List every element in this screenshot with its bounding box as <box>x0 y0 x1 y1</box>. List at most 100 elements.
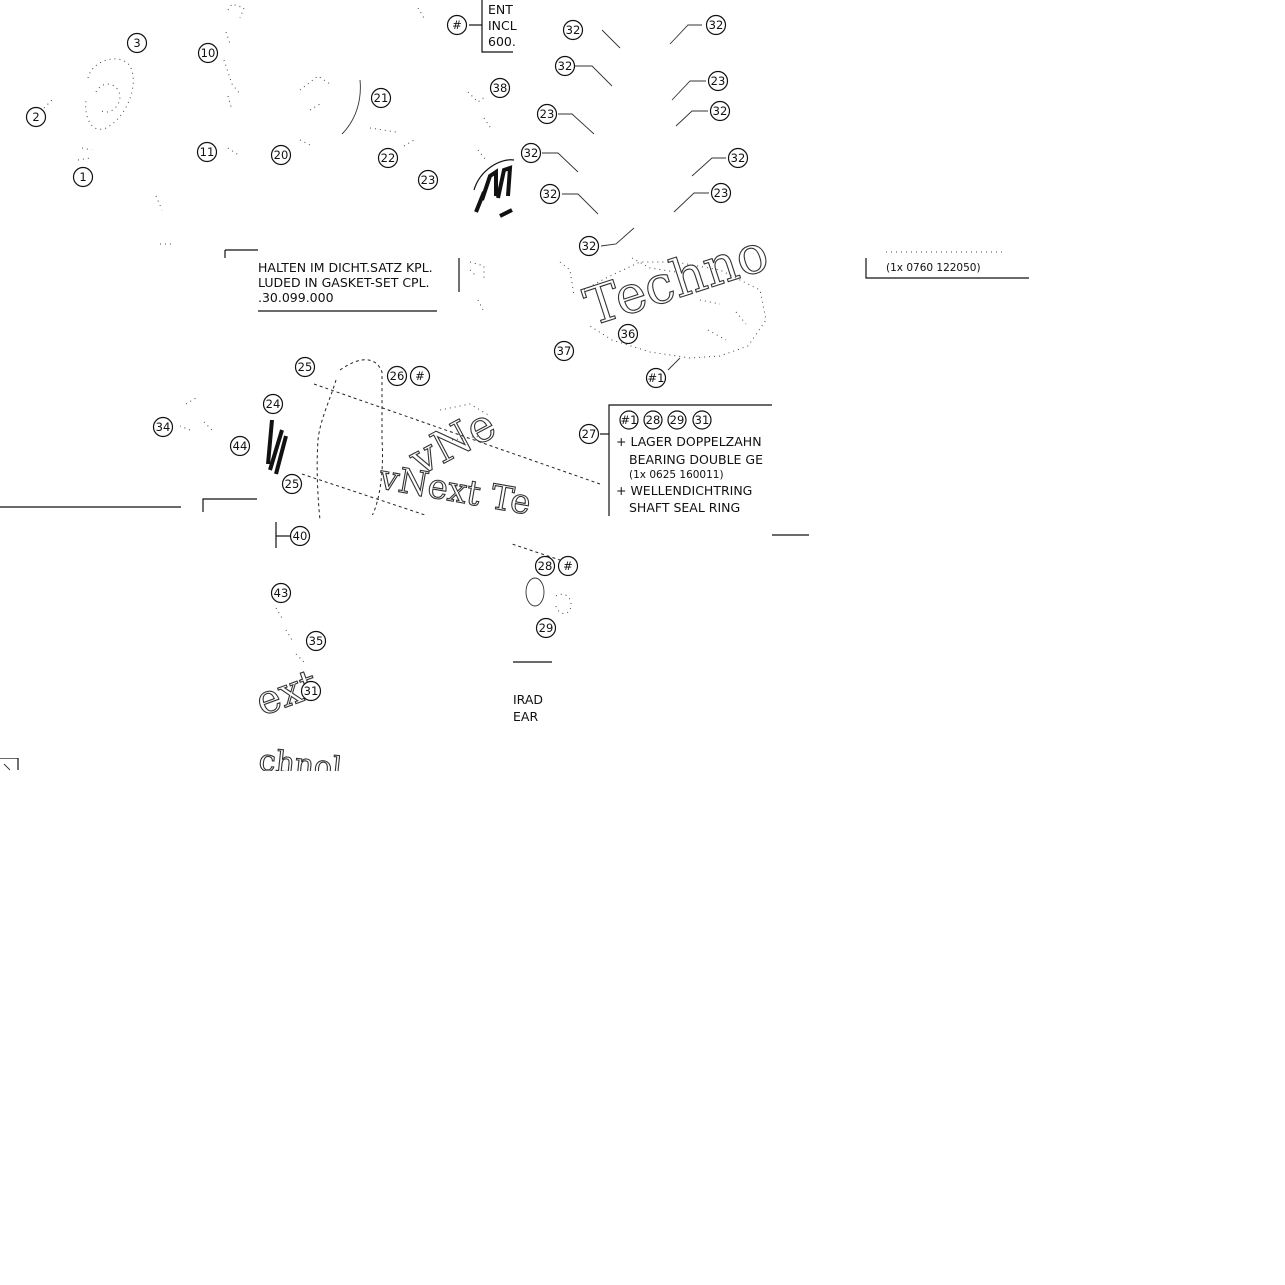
callout-circle <box>377 147 399 169</box>
callout-circle <box>710 182 732 204</box>
callout-circle <box>539 183 561 205</box>
callout-number: 25 <box>285 477 300 491</box>
callout-32: 32 <box>727 147 749 169</box>
callout-number: 23 <box>540 107 555 121</box>
callout-circle <box>535 617 557 639</box>
callout-circle <box>229 435 251 457</box>
callout-43: 43 <box>270 582 292 604</box>
bearing-line1: + LAGER DOPPELZAHN <box>616 434 762 449</box>
bearing-header-refs: #1 28 29 31 <box>619 410 712 430</box>
callout-number: # <box>452 18 462 32</box>
callout-2: 2 <box>25 106 47 128</box>
callout-number: 40 <box>293 529 308 543</box>
callout-number: 2 <box>32 110 39 124</box>
callout-circle <box>196 141 218 163</box>
callout-35: 35 <box>305 630 327 652</box>
callout-number: 10 <box>201 46 216 60</box>
callout-circle <box>417 169 439 191</box>
bearing-line4: + WELLENDICHTRING <box>616 483 752 498</box>
callout-circle <box>489 77 511 99</box>
callout-number: 32 <box>524 146 539 160</box>
callout-27: 27 <box>578 423 600 445</box>
callout-circle <box>72 166 94 188</box>
callout-37: 37 <box>553 340 575 362</box>
callout-circle <box>553 340 575 362</box>
callout-number: 26 <box>390 369 405 383</box>
callout-circle <box>152 416 174 438</box>
box-top-line1: ENT <box>488 2 513 17</box>
callout-circle <box>554 55 576 77</box>
callout-number: 36 <box>621 327 636 341</box>
callout-number: #1 <box>648 371 665 385</box>
callout-number: 27 <box>582 427 597 441</box>
callout-number: 25 <box>298 360 313 374</box>
callout-number: 32 <box>558 59 573 73</box>
box-top-line3: 600. <box>488 34 516 49</box>
callout-circle <box>294 356 316 378</box>
callout-circle <box>578 423 600 445</box>
callout-number: 38 <box>493 81 508 95</box>
bearing-ref-2: 28 <box>646 413 661 427</box>
callout-32: 32 <box>539 183 561 205</box>
info-box-top: ENT INCL 600. <box>469 0 517 53</box>
callout-number: 1 <box>79 170 86 184</box>
callout-circle <box>289 525 311 547</box>
callout-circle <box>446 14 468 36</box>
callout-hash1: #1 <box>645 367 667 389</box>
callout-number: 23 <box>711 74 726 88</box>
gear-teeth-graphic <box>473 159 515 218</box>
box-top-line2: INCL <box>488 18 517 33</box>
callout-circle <box>409 365 431 387</box>
callout-circle <box>645 367 667 389</box>
bearing-line3: (1x 0625 160011) <box>629 469 724 481</box>
callout-number: 21 <box>374 91 389 105</box>
callout-number: 32 <box>566 23 581 37</box>
callout-32: 32 <box>578 235 600 257</box>
callout-circle <box>709 100 731 122</box>
callout-24: 24 <box>262 393 284 415</box>
callout-circle <box>520 142 542 164</box>
bearing-ref-4: 31 <box>695 413 710 427</box>
callout-1: 1 <box>72 166 94 188</box>
callout-number: 22 <box>381 151 396 165</box>
callout-hash: # <box>409 365 431 387</box>
callout-circle <box>705 14 727 36</box>
callout-circle <box>707 70 729 92</box>
lower-label-line2: EAR <box>513 709 538 724</box>
callout-circle <box>578 235 600 257</box>
callout-28: 28 <box>534 555 556 577</box>
callout-number: 23 <box>421 173 436 187</box>
callout-circle <box>126 32 148 54</box>
callout-32: 32 <box>709 100 731 122</box>
lower-label: IRAD EAR <box>513 692 543 724</box>
callout-32: 32 <box>520 142 542 164</box>
callout-number: 29 <box>539 621 554 635</box>
callout-circle <box>557 555 579 577</box>
gasket-line2: LUDED IN GASKET-SET CPL. <box>258 275 430 290</box>
callout-number: # <box>415 369 425 383</box>
callout-23: 23 <box>710 182 732 204</box>
callout-25: 25 <box>294 356 316 378</box>
info-box-gasket: HALTEN IM DICHT.SATZ KPL. LUDED IN GASKE… <box>258 260 437 312</box>
callout-32: 32 <box>562 19 584 41</box>
callout-number: 31 <box>304 684 319 698</box>
callout-3: 3 <box>126 32 148 54</box>
callout-31: 31 <box>300 680 322 702</box>
callout-number: 3 <box>133 36 140 50</box>
bearing-ref-3: 29 <box>670 413 685 427</box>
callout-circle <box>281 473 303 495</box>
callout-20: 20 <box>270 144 292 166</box>
callout-number: 20 <box>274 148 289 162</box>
callout-number: 43 <box>274 586 289 600</box>
callout-number: 28 <box>538 559 553 573</box>
callout-hash: # <box>446 14 468 36</box>
callout-23: 23 <box>417 169 439 191</box>
callout-number: 37 <box>557 344 572 358</box>
callout-circle <box>617 323 639 345</box>
callout-38: 38 <box>489 77 511 99</box>
callout-number: # <box>563 559 573 573</box>
callout-23: 23 <box>536 103 558 125</box>
watermark-techno: Techno <box>577 223 775 338</box>
bearing-line2: BEARING DOUBLE GE <box>629 452 763 467</box>
